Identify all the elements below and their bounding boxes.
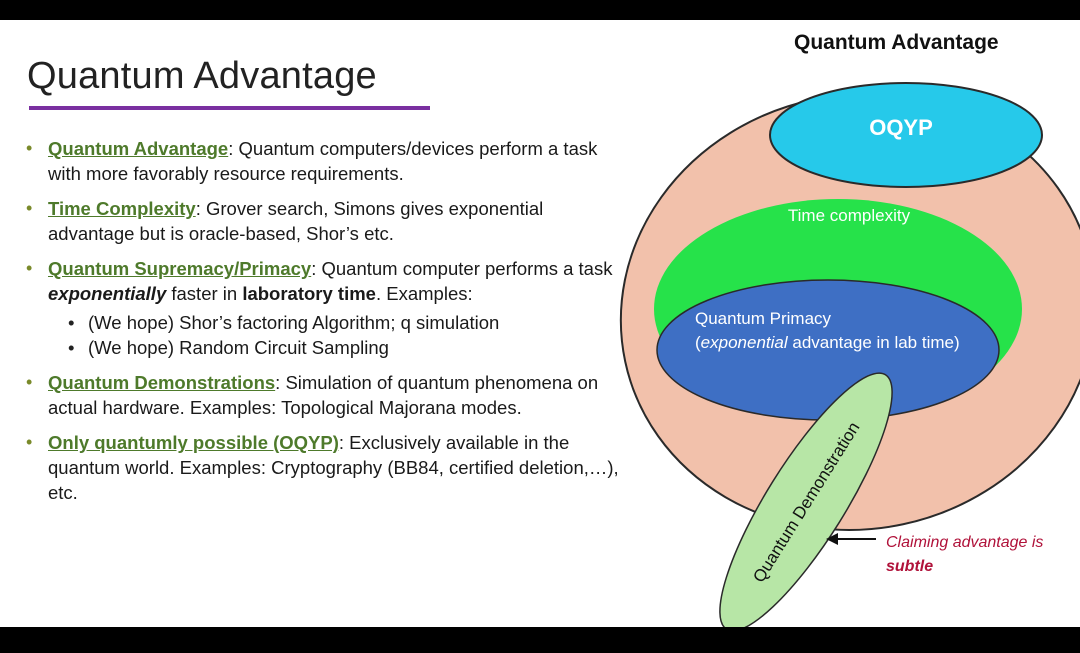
sub-bullet-shor: • (We hope) Shor’s factoring Algorithm; … <box>26 310 626 335</box>
claim-note: Claiming advantage is subtle <box>886 531 1043 579</box>
emphasis-exponentially: exponentially <box>48 283 167 304</box>
term-oqyp: Only quantumly possible (OQYP) <box>48 432 339 453</box>
bullet-dot: • <box>26 138 33 158</box>
claim-line2: subtle <box>886 558 934 575</box>
slide: Quantum Advantage • Quantum Advantage: Q… <box>0 20 1080 627</box>
letterbox-bottom <box>0 627 1080 653</box>
sub-bullet-text: (We hope) Random Circuit Sampling <box>88 337 389 358</box>
bullet-text: : Quantum computer performs a task <box>311 258 613 279</box>
primacy-open-paren: ( <box>695 333 701 352</box>
term-time-complexity: Time Complexity <box>48 198 196 219</box>
bullet-quantum-advantage: • Quantum Advantage: Quantum computers/d… <box>26 136 626 186</box>
bullet-text: : Grover search, Simons gives exponentia… <box>48 198 544 244</box>
term-quantum-demonstrations: Quantum Demonstrations <box>48 372 276 393</box>
bullet-quantum-supremacy: • Quantum Supremacy/Primacy: Quantum com… <box>26 256 626 306</box>
primacy-label-line1: Quantum Primacy <box>695 309 832 328</box>
slide-title: Quantum Advantage <box>27 55 377 97</box>
sub-bullet-rcs: • (We hope) Random Circuit Sampling <box>26 335 626 360</box>
bullet-dot: • <box>26 432 33 452</box>
bullet-time-complexity: • Time Complexity: Grover search, Simons… <box>26 196 626 246</box>
bullet-quantum-demonstrations: • Quantum Demonstrations: Simulation of … <box>26 370 626 420</box>
venn-diagram: OQYP Time complexity Quantum Primacy (ex… <box>619 82 1080 627</box>
bullet-list: • Quantum Advantage: Quantum computers/d… <box>26 136 626 515</box>
claim-line1: Claiming advantage is <box>886 534 1044 551</box>
bold-laboratory-time: laboratory time <box>242 283 376 304</box>
primacy-rest: advantage in lab time) <box>788 333 960 352</box>
bullet-text: : Simulation of quantum phenomena on act… <box>48 372 599 418</box>
bullet-text: : Quantum computers/devices perform a ta… <box>48 138 598 184</box>
bullet-text: . Examples: <box>375 283 473 304</box>
bullet-text: : Exclusively available in the quantum w… <box>48 432 619 503</box>
bullet-dot: • <box>26 258 33 278</box>
quantum-demonstration-region <box>719 372 893 627</box>
oqyp-label: OQYP <box>869 115 933 140</box>
term-quantum-advantage: Quantum Advantage <box>48 138 229 159</box>
diagram-title: Quantum Advantage <box>794 31 999 54</box>
bullet-text: faster in <box>166 283 243 304</box>
sub-bullet-dot: • <box>68 337 75 358</box>
primacy-emphasis: exponential <box>701 333 789 352</box>
sub-bullet-dot: • <box>68 312 75 333</box>
title-underline <box>29 106 430 110</box>
oqyp-region <box>769 82 1043 188</box>
bullet-dot: • <box>26 372 33 392</box>
time-complexity-label: Time complexity <box>788 206 911 225</box>
primacy-label-line2: (exponential advantage in lab time) <box>695 333 960 352</box>
claim-arrow-head <box>826 533 838 545</box>
sub-bullet-text: (We hope) Shor’s factoring Algorithm; q … <box>88 312 500 333</box>
bullet-dot: • <box>26 198 33 218</box>
bullet-oqyp: • Only quantumly possible (OQYP): Exclus… <box>26 430 626 505</box>
term-quantum-supremacy: Quantum Supremacy/Primacy <box>48 258 312 279</box>
